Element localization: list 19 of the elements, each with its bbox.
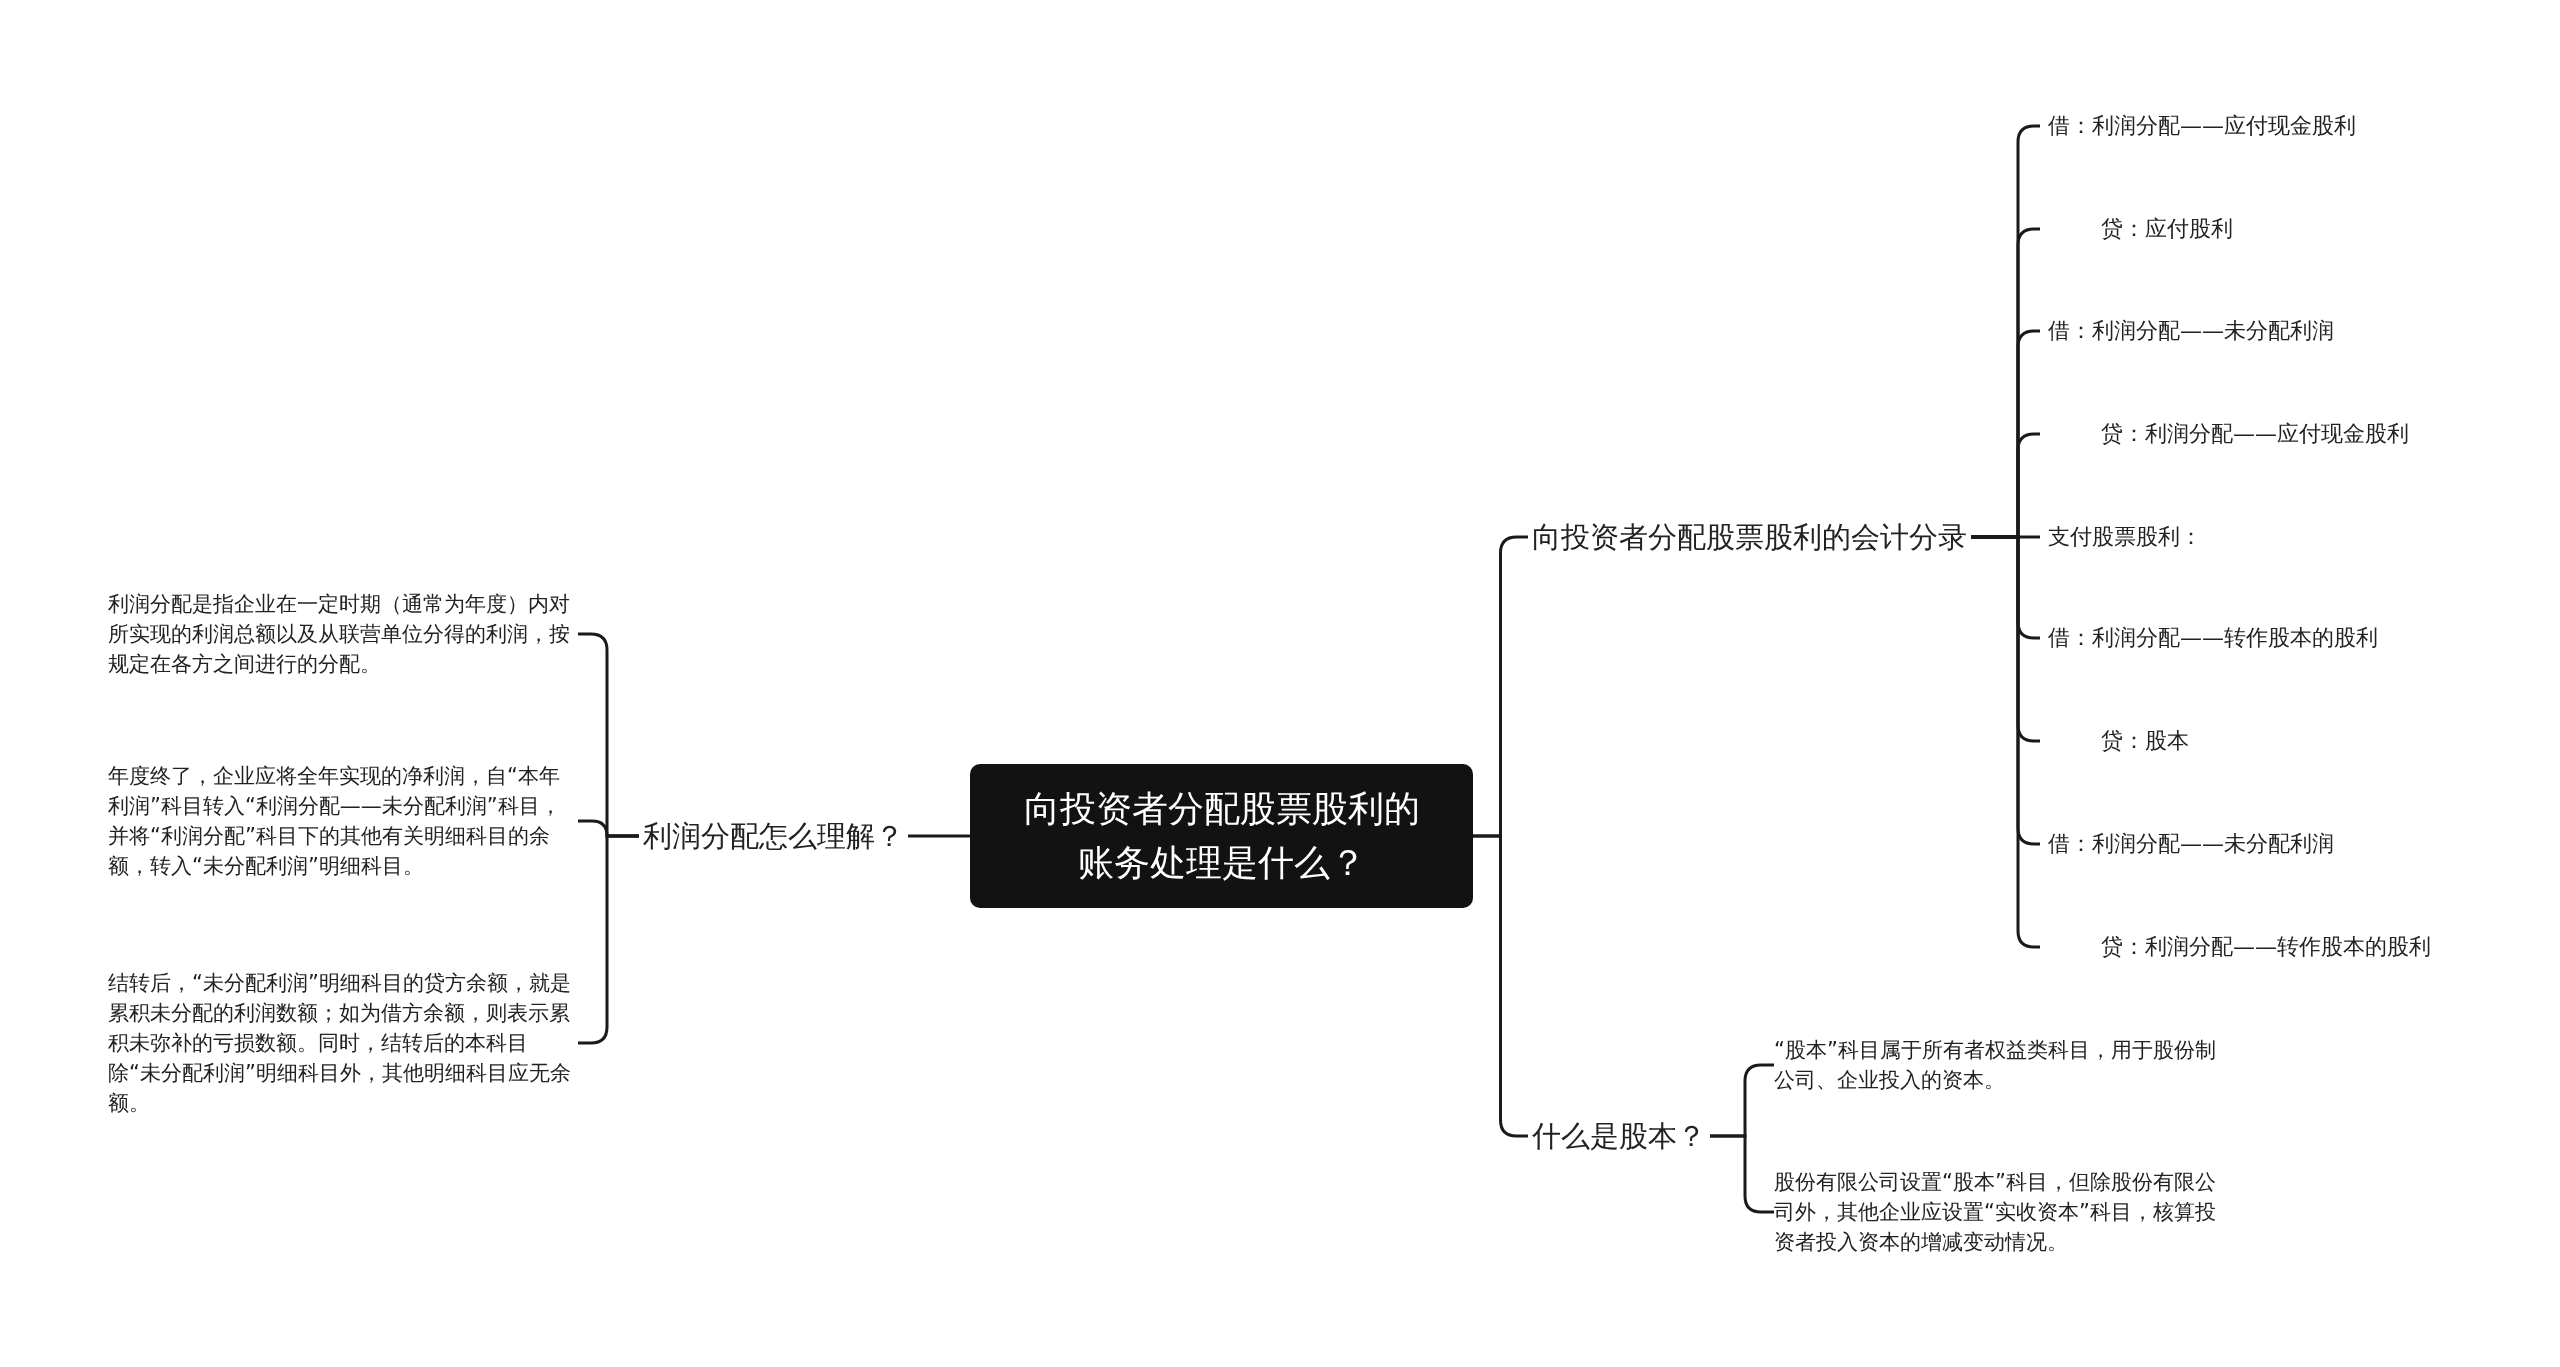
note-text: 年度终了，企业应将全年实现的净利润，自“本年利润”科目转入“利润分配——未分配利润”科目，并将“利润分配”科目下的其他有关明细科目的余额，转入“未分配利润”明细科目。 [108, 761, 578, 881]
topic-label: 向投资者分配股票股利的会计分录 [1528, 515, 1971, 559]
note-text: 利润分配是指企业在一定时期（通常为年度）内对所实现的利润总额以及从联营单位分得的利润，按规定在各方之间进行的分配。 [108, 589, 578, 679]
connector-line [908, 834, 970, 838]
topic-label: 什么是股本？ [1528, 1114, 1710, 1158]
entry-text: 支付股票股利： [2040, 521, 2202, 553]
topic-label: 利润分配怎么理解？ [639, 814, 908, 858]
entry-text: 贷：利润分配——应付现金股利 [2040, 418, 2409, 450]
entry-text: 借：利润分配——未分配利润 [2040, 828, 2334, 860]
note-text: 结转后，“未分配利润”明细科目的贷方余额，就是累积未分配的利润数额；如为借方余额，则表示累积未弥补的亏损数额。同时，结转后的本科目除“未分配利润”明细科目外，其他明细科目应无余额。 [108, 968, 578, 1118]
entry-text: 贷：利润分配——转作股本的股利 [2040, 931, 2431, 963]
entry-text: 贷：应付股利 [2040, 213, 2233, 245]
entry-text: 借：利润分配——未分配利润 [2040, 315, 2334, 347]
central-topic-box: 向投资者分配股票股利的账务处理是什么？ [970, 764, 1473, 908]
entry-text: 借：利润分配——应付现金股利 [2040, 110, 2356, 142]
entry-text: 贷：股本 [2040, 725, 2189, 757]
note-text: 股份有限公司设置“股本”科目，但除股份有限公司外，其他企业应设置“实收资本”科目，核算投资者投入资本的增减变动情况。 [1774, 1167, 2230, 1257]
note-text: “股本”科目属于所有者权益类科目，用于股份制公司、企业投入的资本。 [1774, 1035, 2230, 1095]
entry-text: 借：利润分配——转作股本的股利 [2040, 622, 2378, 654]
